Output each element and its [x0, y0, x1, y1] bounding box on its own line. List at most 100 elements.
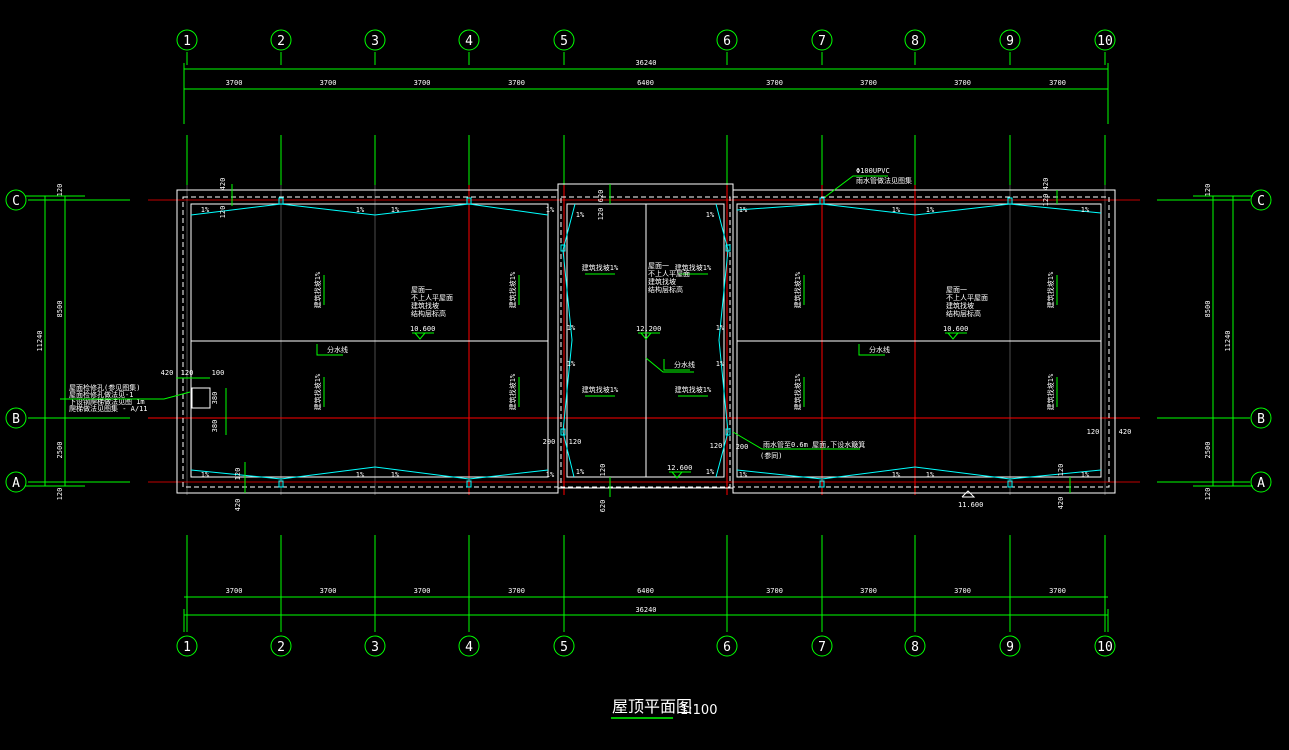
ridge-leader [858, 344, 885, 356]
downpipe-leader [732, 431, 860, 450]
hatch-note-line: 屋面检修孔做法见-1 [69, 390, 133, 399]
row-label-A: A [1257, 476, 1265, 491]
axis-label-10: 10 [1097, 34, 1113, 49]
row-bubble-C [5, 189, 27, 211]
roof-note-line: 建筑找坡 [648, 277, 676, 286]
slope-lines [190, 197, 1102, 488]
slope-percent-label: 1% [576, 468, 585, 476]
dim-small-label: 420 [1119, 428, 1132, 436]
roof-note-line: 建筑找坡 [411, 301, 439, 310]
dim-small-label: 420 [219, 178, 227, 191]
slope-percent-label: 1% [576, 211, 585, 219]
parapet-right-dashed [732, 196, 1110, 488]
axis-bubble-4 [458, 29, 480, 51]
slope-top-right [736, 203, 1102, 216]
dim-span-label: 3700 [226, 587, 243, 595]
roof-note-line: 不上人平屋面 [648, 269, 690, 278]
elevation-label: 12.600 [667, 464, 692, 472]
axis-bubble-4 [458, 635, 480, 657]
roof-drain-icon [466, 197, 472, 205]
drawing-title: 屋顶平面图 [612, 697, 692, 716]
dim-small-label: 120 [1057, 464, 1065, 477]
dim-small-label: 200 [736, 443, 749, 451]
dim-total-label: 11240 [36, 330, 44, 351]
roof-note-line: 结构层标高 [411, 309, 446, 318]
dim-small-label: 120 [710, 442, 723, 450]
dim-offset-label: 120 [1204, 488, 1212, 501]
slope-note-vertical: 建筑找坡1% [793, 271, 802, 308]
elevation-label: 12.200 [636, 325, 661, 333]
axis-bubble-9 [999, 29, 1021, 51]
elevation-marker-icon [947, 332, 959, 340]
drawing-scale: 1:100 [680, 703, 717, 718]
row-bubble-B [1250, 407, 1272, 429]
dim-lower-label: 2500 [56, 442, 64, 459]
dim-small-label: 420 [1057, 497, 1065, 510]
drawing-title-block: 屋顶平面图 1:100 [611, 697, 717, 719]
hatch-note-line: 爬梯做法见图集 - A/11 [69, 404, 148, 413]
axis-label-3: 3 [371, 640, 379, 655]
slope-percent-label: 1% [926, 471, 935, 479]
dim-small-label: 120 [1087, 428, 1100, 436]
dim-span-label: 3700 [766, 79, 783, 87]
ridge-leader [316, 344, 343, 356]
slope-note: 建筑找坡1% [582, 385, 619, 394]
axis-bubble-2 [270, 635, 292, 657]
downpipe-note: 雨水管至0.6m 屋面,下设水簸箕 [763, 440, 865, 449]
axis-label-1: 1 [183, 640, 191, 655]
axis-bubble-3 [364, 635, 386, 657]
slope-percent-label: 1% [391, 471, 400, 479]
elevation-marker-icon [671, 471, 683, 479]
dim-offset-label: 120 [1204, 184, 1212, 197]
slope-percent-label: 1% [892, 206, 901, 214]
dim-small-label: 120 [219, 206, 227, 219]
roof-note-line: 不上人平屋面 [411, 293, 453, 302]
slope-percent-label: 1% [1081, 206, 1090, 214]
slope-percent-label: 1% [356, 471, 365, 479]
roof-drain-icon [1007, 197, 1013, 205]
ridge-leader [663, 359, 690, 371]
axis-bubble-5 [553, 29, 575, 51]
parapet-left-dashed [182, 196, 559, 488]
axis-bubble-10 [1094, 29, 1116, 51]
axis-label-9: 9 [1006, 640, 1014, 655]
slope-bottom-left [190, 466, 549, 480]
roof-note-line: 屋面一 [411, 286, 432, 294]
axis-bubble-6 [716, 29, 738, 51]
slope-percent-label: 1% [739, 471, 748, 479]
slope-percent-label: 1% [356, 206, 365, 214]
slope-percent-label: 1% [892, 471, 901, 479]
dim-total-label: 36240 [635, 59, 656, 67]
row-bubble-A [5, 471, 27, 493]
roof-drain-icon [278, 197, 284, 205]
ridge-label: 分水线 [327, 345, 348, 354]
row-bubble-B [5, 407, 27, 429]
axis-bubble-6 [716, 635, 738, 657]
slope-percent-label: 1% [201, 206, 210, 214]
roof-drain-icon [560, 428, 566, 436]
roof-drain-icon [819, 197, 825, 205]
axis-label-8: 8 [911, 34, 919, 49]
dim-span-label: 6400 [637, 587, 654, 595]
slope-percent-label: 1% [1081, 471, 1090, 479]
axis-label-4: 4 [465, 34, 473, 49]
axis-label-7: 7 [818, 34, 826, 49]
axis-label-5: 5 [560, 34, 568, 49]
downpipe-note-sub: (参同) [760, 451, 782, 460]
roof-note-line: 不上人平屋面 [946, 293, 988, 302]
roof-note-line: 结构层标高 [648, 285, 683, 294]
building-outline [176, 183, 1116, 494]
axis-label-9: 9 [1006, 34, 1014, 49]
axis-label-2: 2 [277, 34, 285, 49]
dim-small-label: 380 [211, 392, 219, 405]
ridge-label: 分水线 [674, 360, 695, 369]
roof-note-line: 屋面一 [946, 286, 967, 294]
axis-label-10: 10 [1097, 640, 1113, 655]
axis-bubble-5 [553, 635, 575, 657]
dim-span-label: 3700 [766, 587, 783, 595]
slope-note-vertical: 建筑找坡1% [1046, 373, 1055, 410]
axis-label-5: 5 [560, 640, 568, 655]
